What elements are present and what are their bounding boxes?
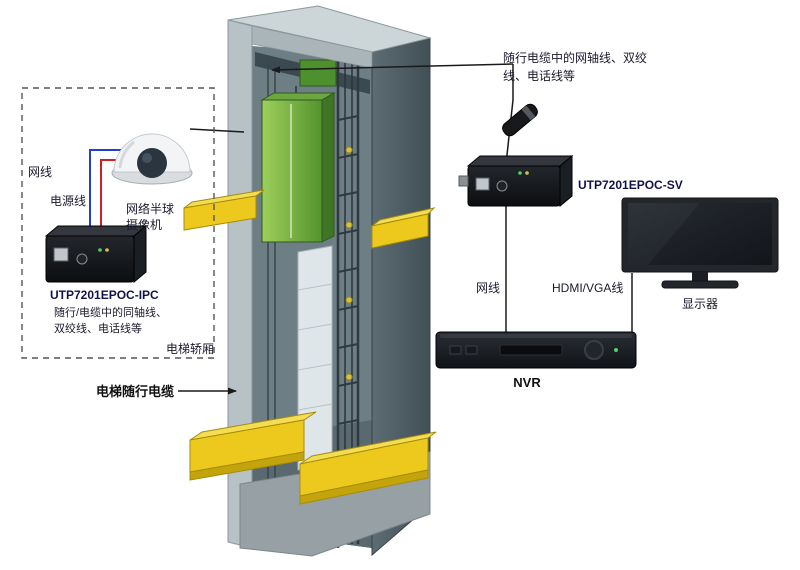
label-left-note-1: 随行/电缆中的同轴线、 [54, 305, 167, 319]
label-ipc-device: UTP7201EPOC-IPC [50, 288, 159, 302]
monitor [621, 197, 779, 289]
shaft-top-to-right-cable [271, 63, 514, 74]
network-wire [89, 149, 122, 232]
label-net-cable-right: 网线 [476, 281, 500, 295]
connection-lines [89, 63, 633, 395]
bracket-left [183, 189, 265, 231]
sv-bnc-stub [458, 175, 469, 187]
monitor-glare [628, 203, 700, 265]
sv-led-2 [525, 171, 529, 175]
monitor-screen [628, 203, 772, 265]
ipc-led-1 [98, 248, 102, 252]
label-nvr: NVR [513, 375, 541, 390]
ipc-bnc-port [76, 253, 88, 265]
car-side [321, 92, 335, 243]
epoc-sv-device [458, 154, 574, 208]
sv-bnc-port [496, 180, 508, 192]
ipc-led-2 [105, 248, 109, 252]
label-power-cable: 电源线 [50, 194, 86, 208]
nvr-usb-2 [465, 345, 478, 355]
car-door-seam [290, 104, 292, 238]
label-hdmi-cable: HDMI/VGA线 [552, 281, 623, 295]
sv-led-1 [518, 171, 522, 175]
camera-dome-shade [118, 140, 135, 169]
coax-pigtail [502, 103, 538, 137]
camera-lens [137, 148, 167, 178]
epoc-ipc-device [44, 224, 148, 284]
sv-rj45-port [475, 177, 490, 191]
camera-lens-glint [142, 153, 152, 163]
label-camera-line2: 摄像机 [126, 217, 162, 232]
ipc-rj45-port [53, 247, 69, 262]
elevator-shaft [183, 5, 437, 557]
nvr-usb-1 [449, 345, 462, 355]
sv-top-face [466, 155, 574, 167]
camera-to-shaft-cable [189, 128, 245, 133]
nvr-display-strip [499, 344, 563, 356]
platform-bottom-left [189, 411, 317, 481]
label-sv-device: UTP7201EPOC-SV [578, 178, 683, 192]
dome-camera [111, 133, 193, 185]
label-net-cable-left: 网线 [28, 165, 52, 179]
monitor-stand [661, 280, 739, 289]
monitor-neck [692, 272, 708, 281]
label-monitor: 显示器 [682, 297, 718, 311]
label-elevator-car: 电梯轿厢 [166, 341, 214, 356]
platform-bottom-right [299, 431, 437, 505]
nvr-device [435, 331, 637, 369]
power-wire [100, 159, 118, 232]
traction-motor [299, 59, 337, 87]
label-right-note-2: 线、电话线等 [503, 69, 575, 83]
label-right-note-1: 随行电缆中的网轴线、双绞 [503, 50, 647, 65]
bracket-right [371, 207, 436, 249]
antenna-feed-line [505, 64, 514, 165]
label-traveling-cable: 电梯随行电缆 [96, 384, 174, 399]
label-left-note-2: 双绞线、电话线等 [54, 321, 142, 335]
nvr-jog-dial [584, 340, 604, 360]
nvr-power-led [614, 348, 618, 352]
elevator-car [260, 92, 336, 243]
nvr-top-highlight [440, 334, 632, 338]
ipc-side-face [133, 224, 147, 284]
label-camera-line1: 网络半球 [126, 201, 174, 216]
